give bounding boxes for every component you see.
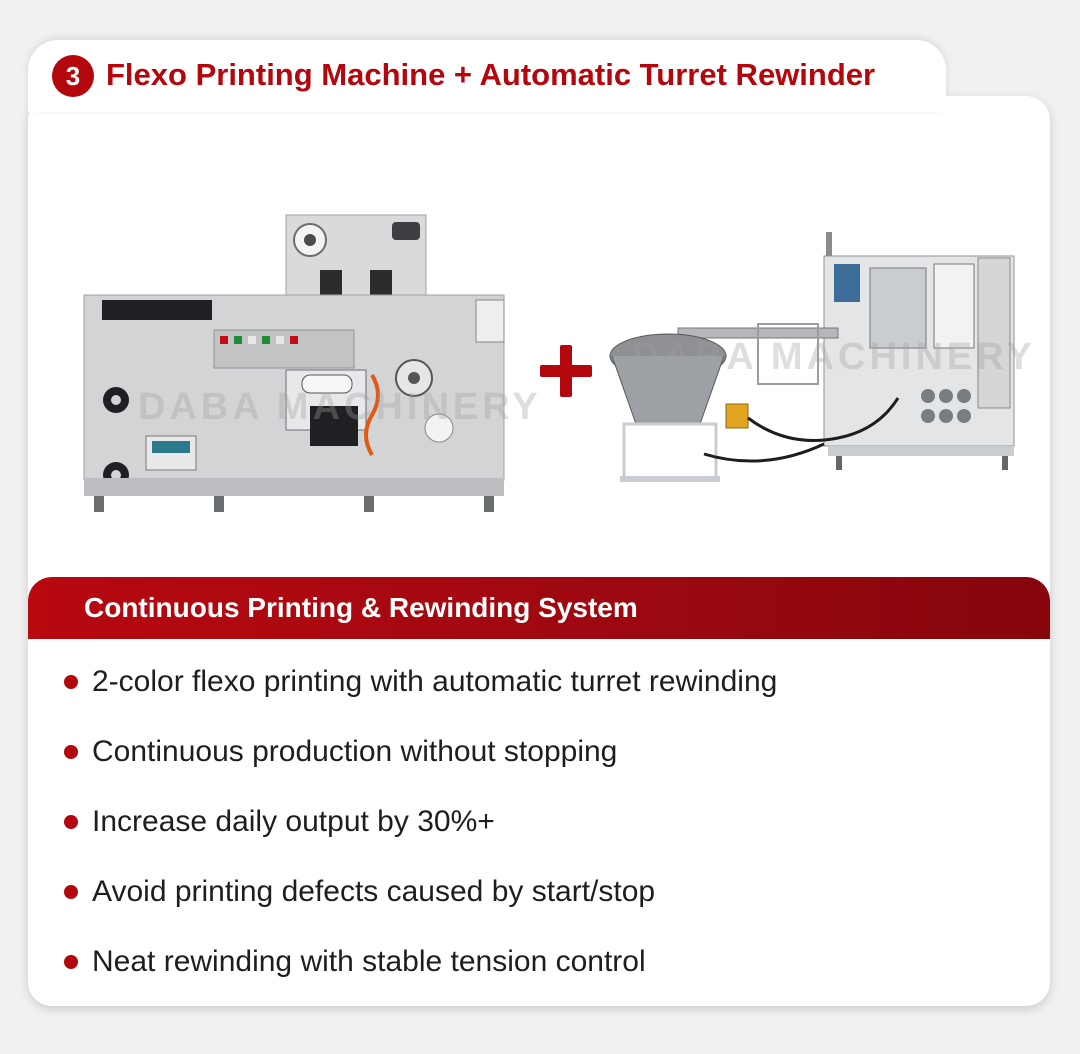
bullet-icon: [64, 815, 78, 829]
output-roll: [424, 413, 454, 443]
feature-text: Avoid printing defects caused by start/s…: [92, 875, 656, 908]
list-item: Continuous production without stopping: [60, 727, 1010, 797]
feeder-control-box: [725, 403, 749, 429]
watermark: DABA MACHINERY: [632, 336, 1036, 378]
feature-text: 2-color flexo printing with automatic tu…: [92, 665, 778, 698]
section-title: Continuous Printing & Rewinding System: [84, 592, 638, 623]
turret-rewinder-image: [609, 232, 1015, 482]
list-item: 2-color flexo printing with automatic tu…: [60, 657, 1010, 727]
list-item: Neat rewinding with stable tension contr…: [60, 937, 1010, 1007]
bullet-icon: [64, 885, 78, 899]
title-tab: [28, 40, 992, 112]
page-title: Flexo Printing Machine + Automatic Turre…: [106, 57, 876, 92]
list-item: Avoid printing defects caused by start/s…: [60, 867, 1010, 937]
plus-icon: [540, 345, 592, 397]
section-header: [28, 577, 1050, 639]
feature-text: Neat rewinding with stable tension contr…: [92, 945, 646, 978]
feature-list: 2-color flexo printing with automatic tu…: [60, 657, 1010, 1007]
feature-text: Continuous production without stopping: [92, 735, 618, 768]
content-card: [28, 96, 1050, 1006]
feature-text: Increase daily output by 30%+: [92, 805, 495, 838]
list-item: Increase daily output by 30%+: [60, 797, 1010, 867]
watermark: DABA MACHINERY: [138, 386, 542, 428]
bullet-icon: [64, 675, 78, 689]
flexo-printing-machine-image: [83, 214, 505, 512]
bullet-icon: [64, 745, 78, 759]
bullet-icon: [64, 955, 78, 969]
step-number-badge: 3: [52, 55, 94, 97]
